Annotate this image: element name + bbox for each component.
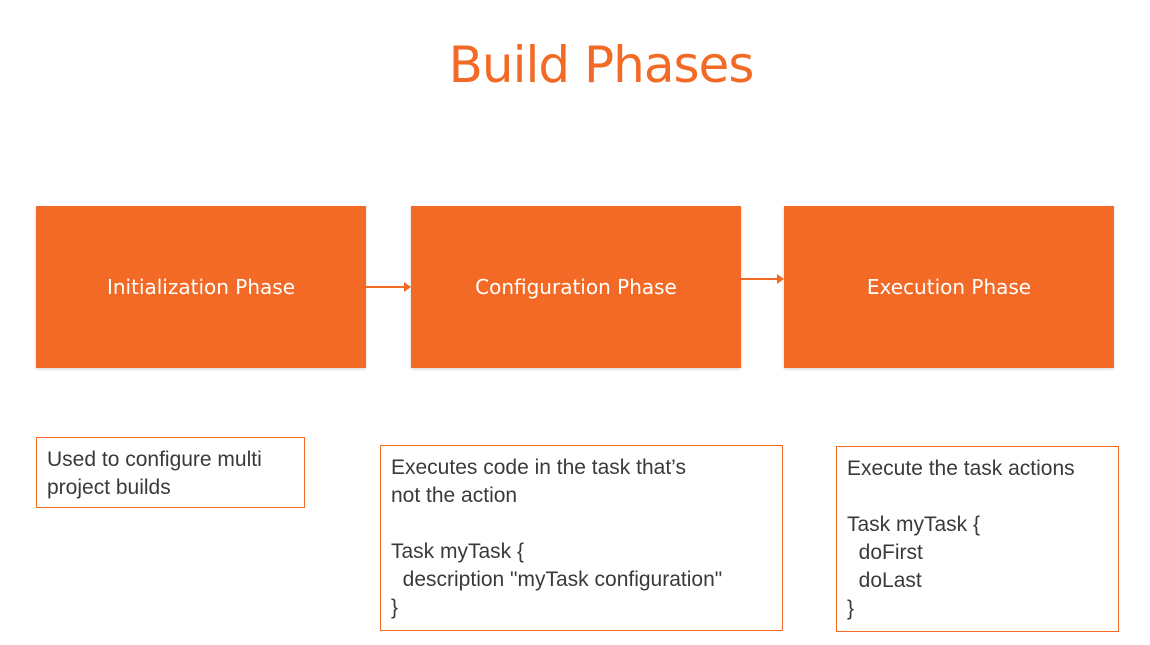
- execution-phase-box: Execution Phase: [784, 206, 1114, 368]
- configuration-phase-label: Configuration Phase: [475, 275, 677, 299]
- configuration-note: Executes code in the task that’s not the…: [380, 445, 783, 631]
- arrow-initialization-to-configuration: [366, 282, 411, 292]
- execution-note: Execute the task actions Task myTask { d…: [836, 446, 1119, 632]
- initialization-note: Used to configure multi project builds: [36, 437, 305, 508]
- execution-phase-label: Execution Phase: [866, 275, 1032, 299]
- initialization-phase-label: Initialization Phase: [106, 275, 296, 299]
- arrow-configuration-to-execution: [741, 274, 784, 284]
- page-title: Build Phases: [448, 36, 755, 94]
- initialization-phase-box: Initialization Phase: [36, 206, 366, 368]
- configuration-phase-box: Configuration Phase: [411, 206, 741, 368]
